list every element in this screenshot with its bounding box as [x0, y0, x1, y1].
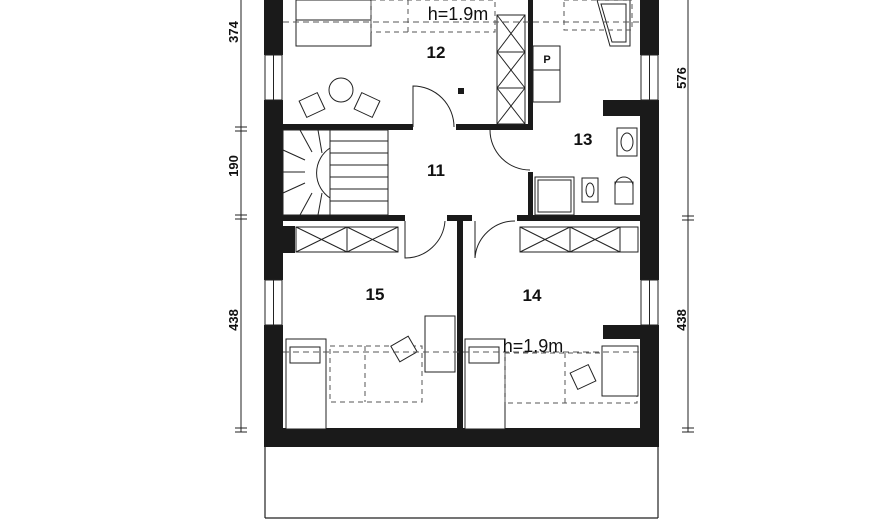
doors: [404, 85, 531, 259]
height-label-bottom: h=1.9m: [503, 336, 564, 356]
pantry-cabinets: [532, 45, 561, 103]
room-14-label: 14: [523, 286, 542, 305]
bathroom-fixtures: [534, 0, 638, 216]
room-15-furniture: [285, 315, 456, 430]
dimension-lines: [235, 0, 694, 433]
room-12-label: 12: [427, 43, 446, 62]
room-13-label: 13: [574, 130, 593, 149]
room-11-label: 11: [427, 161, 445, 180]
dim-right-top: 576: [674, 67, 689, 89]
room-14-furniture: [464, 338, 639, 430]
dim-left-bottom: 438: [226, 309, 241, 331]
windows: [264, 54, 659, 326]
wardrobes: [295, 14, 639, 253]
height-label-top: h=1.9m: [428, 4, 489, 24]
dim-left-top: 374: [226, 20, 241, 42]
balcony: [264, 447, 659, 519]
room-15-label: 15: [366, 285, 385, 304]
dim-right-bottom: 438: [674, 309, 689, 331]
staircase: [282, 129, 389, 216]
room-12-furniture: [295, 0, 496, 119]
outer-walls: [264, 0, 659, 447]
dim-left-mid: 190: [226, 155, 241, 177]
pantry-label: P: [543, 54, 550, 66]
interior-walls: [283, 0, 640, 429]
wardrobe-cap: [283, 226, 295, 253]
